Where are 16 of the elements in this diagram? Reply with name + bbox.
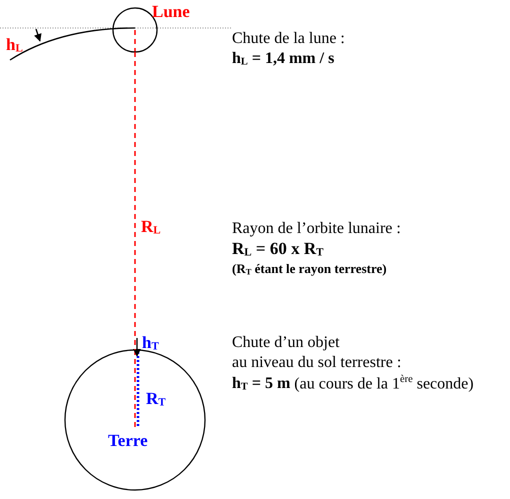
dashed-line <box>134 52 136 350</box>
edge-label: R$_{L}$ <box>141 218 161 237</box>
heading-text: Chute de la lune : <box>232 30 345 48</box>
node-label: Lune <box>152 3 190 22</box>
node-label: Terre <box>108 432 148 451</box>
note-text: (R$_{T}$ étant le rayon terrestre) <box>232 262 387 277</box>
label: R$_{T}$ <box>146 390 166 409</box>
heading-text: Rayon de l’orbite lunaire : <box>232 220 401 238</box>
formula-text: R$_{L}$ = 60 x R$_{T}$ <box>232 240 324 259</box>
label: h$_{T}$ <box>142 334 159 353</box>
heading-text: Chute d’un objet <box>232 334 340 352</box>
formula-text: h$_{L}$ = 1,4 mm / s <box>232 50 334 68</box>
formula-text: h$_{T}$ = 5 m (au cours de la 1$^{ère}$ seconde) <box>232 374 474 394</box>
label: h$_{L}$ <box>6 36 23 55</box>
heading-text: au niveau du sol terrestre : <box>232 354 402 372</box>
earth-circle <box>64 349 206 491</box>
